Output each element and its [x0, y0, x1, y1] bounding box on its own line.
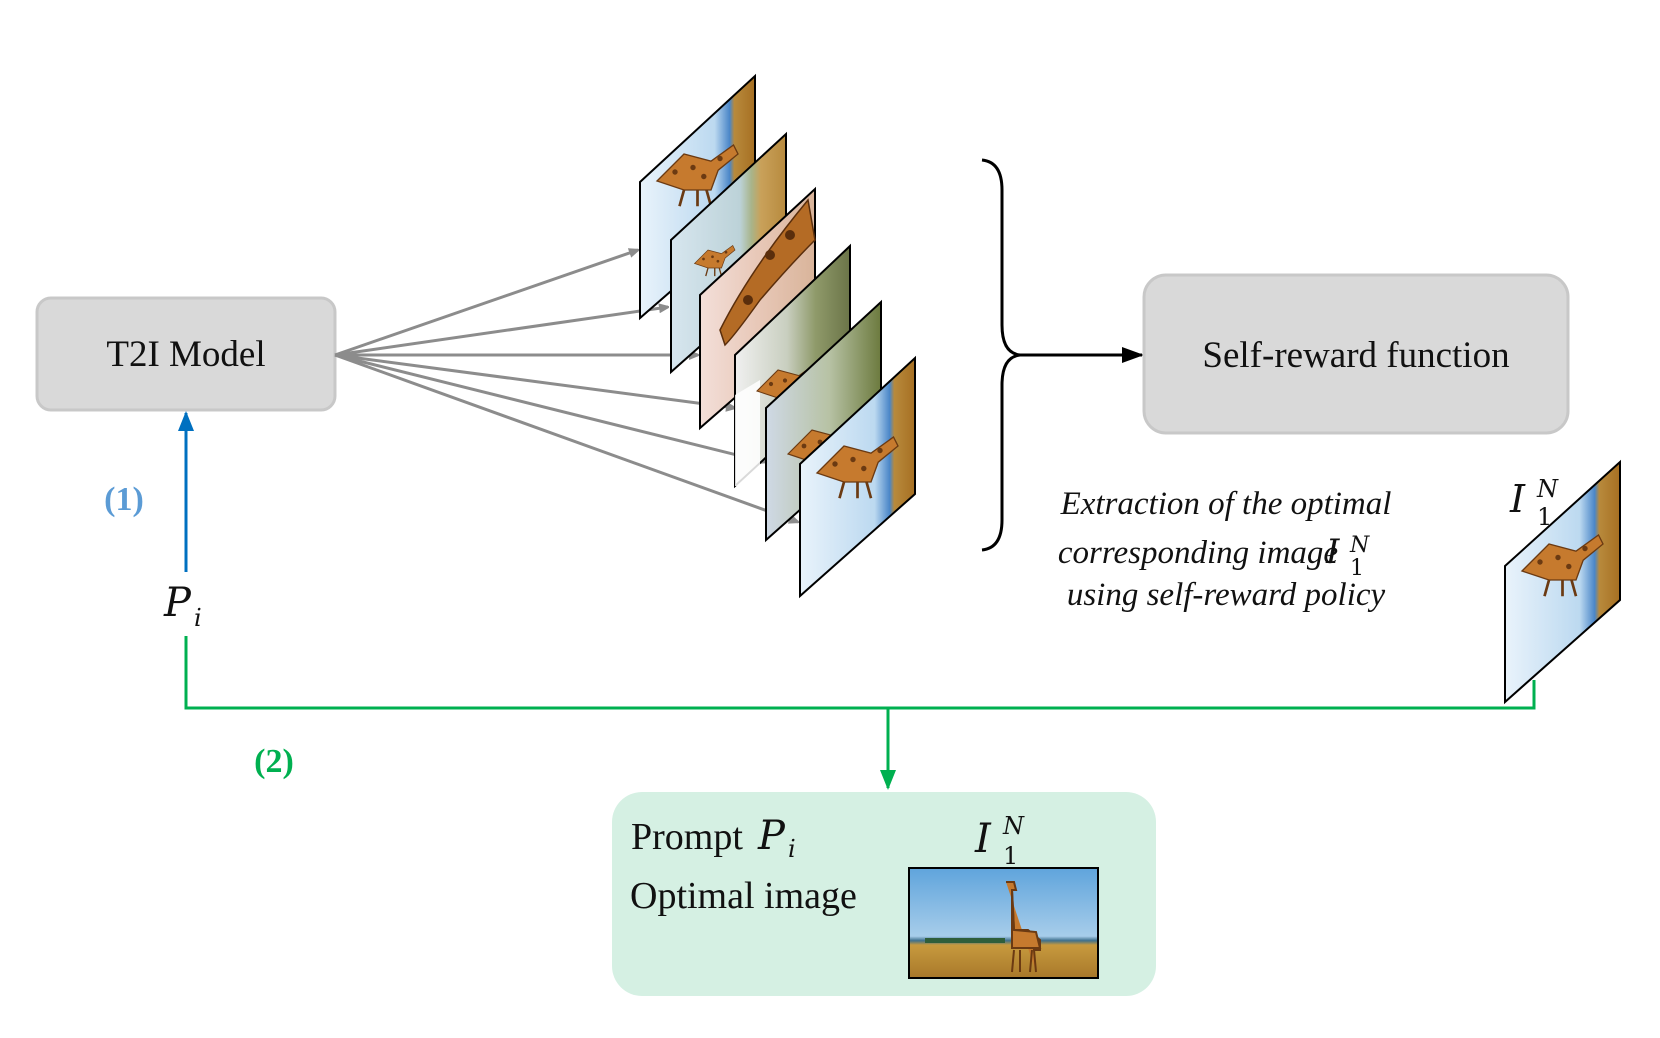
caption-optimal-symbol: I N 1	[1325, 532, 1370, 581]
svg-text:1: 1	[1537, 503, 1552, 531]
prompt-symbol: P i	[163, 580, 202, 632]
generation-arrows	[334, 250, 798, 522]
fan-arrow-6	[334, 353, 798, 522]
step-1-label: (1)	[104, 481, 144, 518]
svg-text:I: I	[974, 816, 992, 862]
optimal-image-symbol: I N 1	[1509, 475, 1559, 531]
result-optimal-image	[908, 867, 1099, 979]
svg-text:I: I	[1325, 532, 1340, 572]
svg-text:1: 1	[1350, 556, 1364, 581]
selection-brace	[981, 158, 1021, 552]
result-prompt-symbol: P i	[757, 813, 796, 863]
svg-text:i: i	[194, 604, 202, 632]
fan-arrow-2	[334, 307, 668, 357]
caption-line-3: using self-reward policy	[1067, 577, 1386, 613]
t2i-model-box: T2I Model	[35, 296, 337, 412]
svg-text:P: P	[163, 580, 192, 626]
svg-text:N: N	[1349, 533, 1370, 558]
fan-arrow-4	[334, 353, 735, 408]
svg-text:I: I	[1509, 477, 1526, 521]
result-box: Prompt P i Optimal image I N 1	[612, 792, 1156, 996]
generated-image-3	[699, 186, 816, 431]
svg-text:P: P	[757, 813, 786, 859]
giraffe-photo-icon	[1006, 881, 1042, 973]
self-reward-box: Self-reward function	[1142, 273, 1570, 435]
generated-image-stack	[639, 73, 916, 599]
self-reward-label: Self-reward function	[1202, 335, 1509, 376]
generated-image-6	[799, 355, 916, 599]
optimal-image-right	[1504, 459, 1621, 705]
result-prompt-label: Prompt	[631, 816, 743, 858]
caption-line-1: Extraction of the optimal	[1060, 486, 1392, 522]
svg-text:i: i	[788, 835, 796, 863]
step-2-label: (2)	[254, 743, 294, 780]
green-connector	[184, 636, 1536, 790]
svg-text:N: N	[1536, 475, 1559, 503]
fan-arrow-1	[334, 250, 638, 357]
fan-arrow-5	[334, 353, 765, 462]
generated-image-4	[734, 243, 851, 489]
result-image-label: Optimal image	[630, 875, 857, 917]
svg-text:N: N	[1002, 812, 1025, 840]
extraction-caption: Extraction of the optimal corresponding …	[1058, 486, 1392, 613]
caption-line-2: corresponding image	[1058, 535, 1338, 571]
svg-text:1: 1	[1003, 842, 1018, 870]
result-optimal-symbol: I N 1	[974, 812, 1025, 870]
t2i-model-label: T2I Model	[106, 334, 265, 375]
